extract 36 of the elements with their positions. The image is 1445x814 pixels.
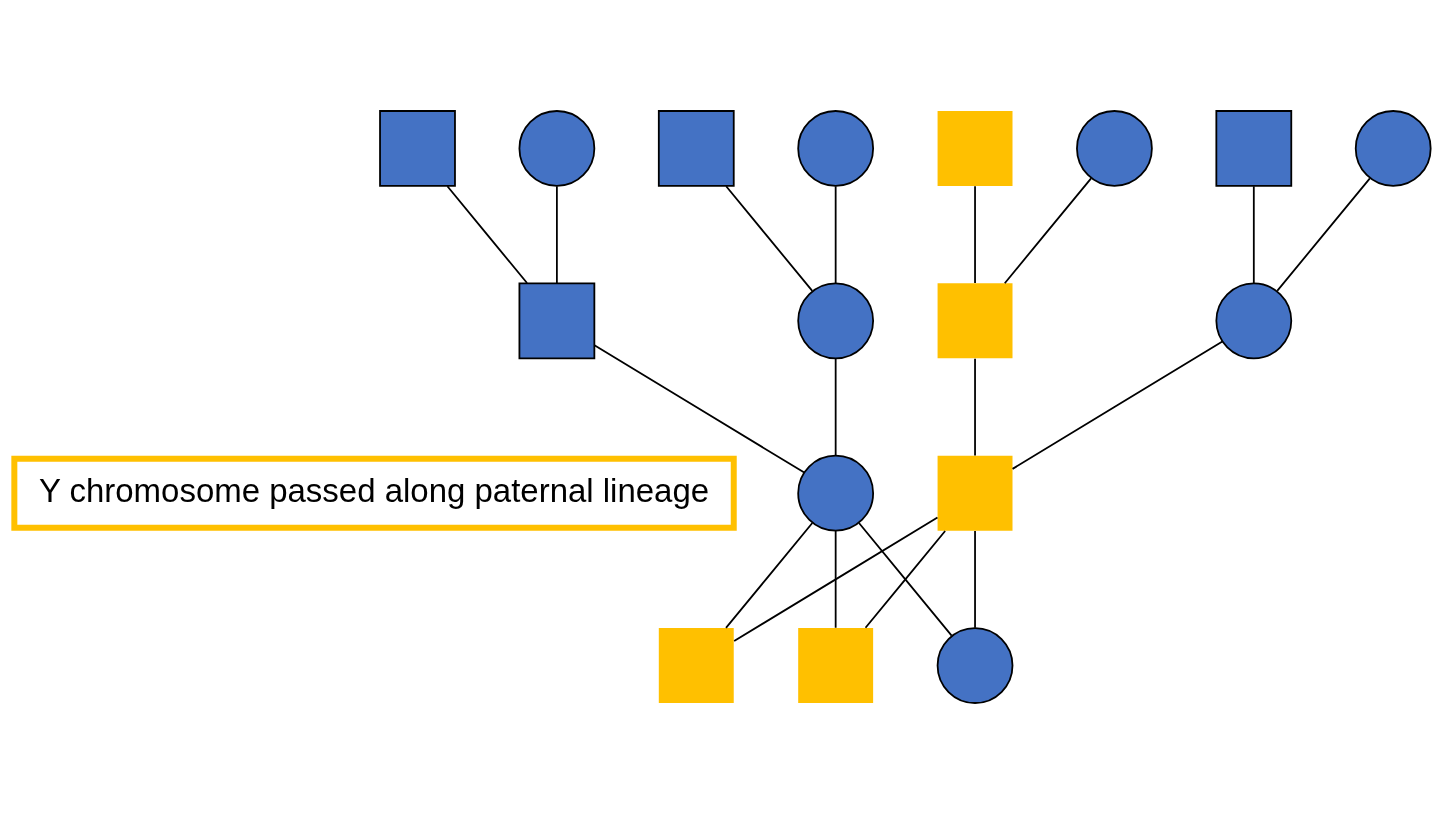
- connector: [1003, 177, 1092, 285]
- node-circle: [1215, 282, 1293, 360]
- node-box: [798, 628, 874, 703]
- node-circle: [797, 110, 875, 187]
- connector: [834, 530, 837, 629]
- connector: [725, 185, 814, 292]
- connector: [834, 357, 837, 457]
- node-box: [518, 282, 596, 360]
- connector: [974, 530, 976, 629]
- connector: [1252, 185, 1255, 284]
- node-box: [937, 283, 1013, 359]
- node-circle: [797, 282, 875, 360]
- node-box: Y chromosome passed along paternal lineage: [11, 455, 737, 531]
- connector: [446, 185, 528, 284]
- node-circle: [1354, 110, 1432, 187]
- node-box: [937, 455, 1013, 531]
- node-circle: [518, 110, 596, 187]
- node-box: [657, 110, 735, 187]
- connector: [556, 185, 558, 284]
- node-circle: [797, 454, 875, 532]
- node-circle: [1076, 110, 1153, 187]
- node-box: [1215, 110, 1293, 187]
- connector: [974, 185, 976, 284]
- node-box: [379, 110, 456, 187]
- connector: [1011, 340, 1224, 470]
- connector: [725, 522, 814, 629]
- connector: [974, 357, 976, 457]
- node-circle: [936, 627, 1014, 704]
- node-box: [658, 628, 734, 703]
- connector: [593, 344, 806, 474]
- connector: [834, 185, 837, 284]
- connector: [864, 530, 947, 629]
- connector: [733, 516, 939, 642]
- connector: [858, 522, 953, 637]
- connector: [1276, 177, 1371, 292]
- node-box: [937, 111, 1013, 186]
